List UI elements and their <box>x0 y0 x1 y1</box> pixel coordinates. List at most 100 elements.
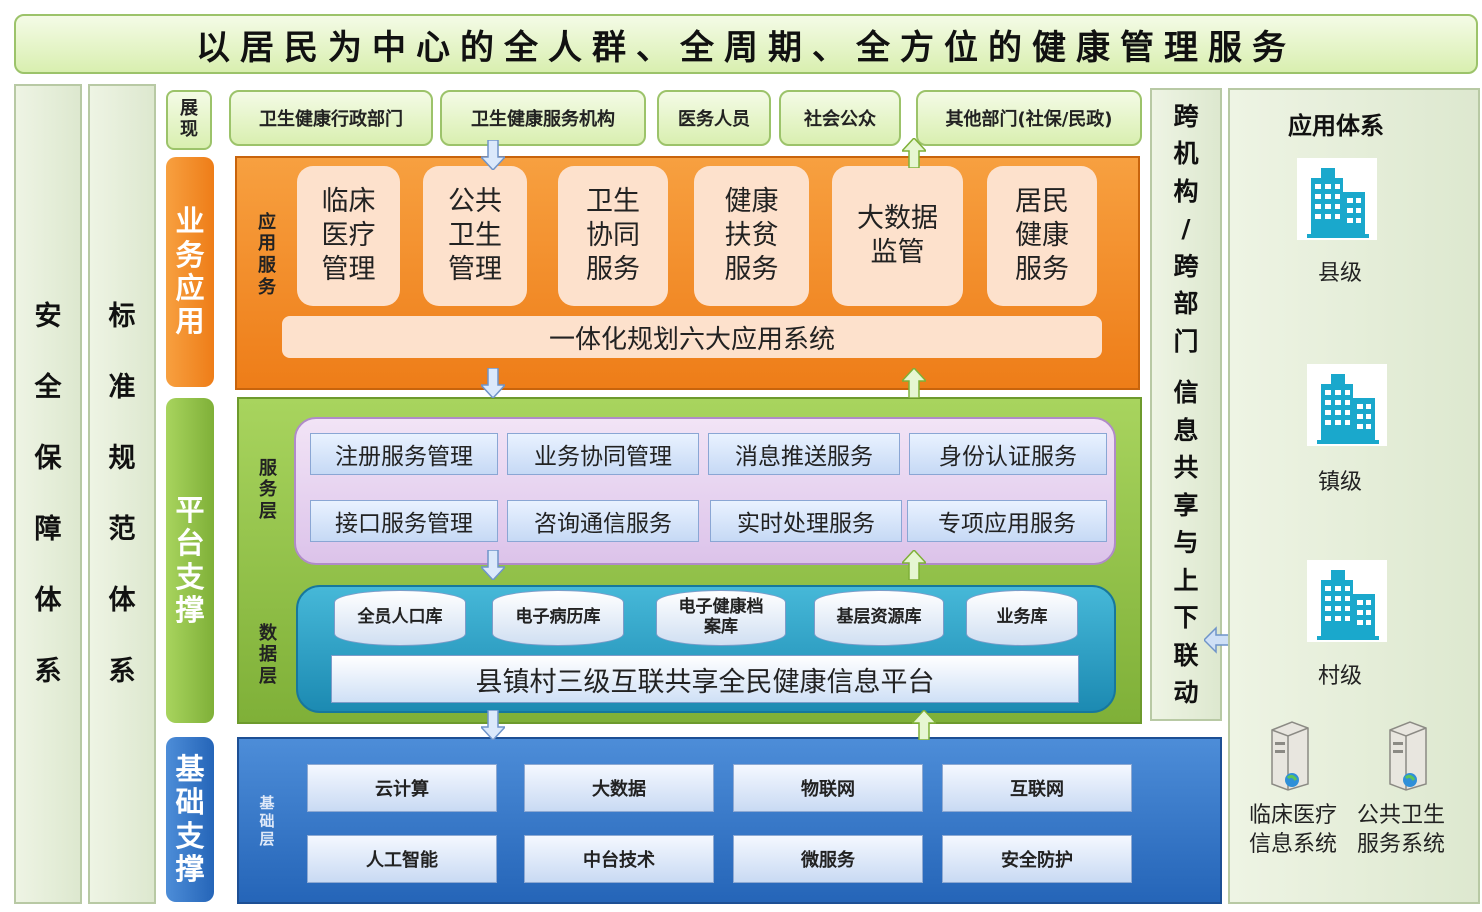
arrow-down-icon <box>481 368 505 398</box>
sys-text: 公共卫生 <box>1356 803 1445 828</box>
cross-org-info-sharing-column: 跨 机 构 / 跨 部 门 信 息 共 享 与 上 下 联 动 <box>1150 88 1222 721</box>
clinical-info-system-label: 临床医疗 信息系统 <box>1238 802 1348 859</box>
sys-text: 临床医疗 <box>1248 803 1337 828</box>
db-electronic-health-records: 电子健康档案库 <box>656 590 786 646</box>
infra-iot: 物联网 <box>733 764 923 812</box>
village-building-icon <box>1307 560 1387 642</box>
foundation-char: 基 <box>175 751 205 786</box>
service-interface-mgmt: 接口服务管理 <box>310 500 498 542</box>
infra-internet: 互联网 <box>942 764 1132 812</box>
level-town: 镇级 <box>1317 470 1362 495</box>
security-char: 障 <box>34 514 62 545</box>
cross-char: 下 <box>1173 603 1199 632</box>
display-char: 展 <box>180 98 198 120</box>
app-text: 管理 <box>448 253 502 285</box>
cross-char: 联 <box>1173 640 1199 670</box>
app-text: 扶贫 <box>724 220 779 252</box>
arrow-down-icon <box>481 710 505 740</box>
app-resident-health: 居民 健康 服务 <box>987 166 1097 306</box>
standards-char: 范 <box>108 514 136 545</box>
service-consult-communication: 咨询通信服务 <box>507 500 699 542</box>
platform-char: 平 <box>175 492 205 527</box>
security-char: 安 <box>34 300 62 332</box>
label-char: 层 <box>259 500 277 522</box>
service-business-collaboration: 业务协同管理 <box>507 433 699 475</box>
app-clinical-medical: 临床 医疗 管理 <box>297 166 400 306</box>
cross-char: 享 <box>1173 490 1199 520</box>
arrow-down-icon <box>481 550 505 580</box>
infra-middle-platform: 中台技术 <box>524 835 714 883</box>
sys-text: 信息系统 <box>1248 831 1337 857</box>
service-message-push: 消息推送服务 <box>708 433 900 475</box>
app-text: 管理 <box>321 253 376 285</box>
cross-char: 跨 <box>1173 251 1199 281</box>
service-identity-auth: 身份认证服务 <box>909 433 1107 475</box>
integrated-app-systems-bar: 一体化规划六大应用系统 <box>282 316 1102 358</box>
db-business: 业务库 <box>966 590 1078 646</box>
cross-char: 信 <box>1173 378 1199 407</box>
audience-other-departments: 其他部门(社保/民政) <box>916 90 1142 146</box>
standards-char: 规 <box>108 442 136 474</box>
layer-label-platform: 平 台 支 撑 <box>166 398 214 723</box>
data-layer-label: 数 据 层 <box>253 615 283 695</box>
arrow-up-icon <box>912 710 936 740</box>
cross-char: / <box>1181 214 1191 243</box>
sys-text: 服务系统 <box>1356 831 1445 857</box>
db-grassroots-resources: 基层资源库 <box>814 590 944 646</box>
label-char: 应 <box>258 211 276 233</box>
infra-microservices: 微服务 <box>733 835 923 883</box>
app-text: 健康 <box>1015 220 1069 252</box>
arrow-up-icon <box>902 138 926 168</box>
label-char: 用 <box>258 233 276 255</box>
infra-big-data: 大数据 <box>524 764 714 812</box>
label-char: 服 <box>258 255 276 276</box>
standards-char: 准 <box>108 371 136 403</box>
foundation-layer-label: 基 础 层 <box>253 786 281 856</box>
cross-char: 与 <box>1173 528 1199 557</box>
cross-char: 共 <box>1173 453 1199 482</box>
standards-char: 标 <box>108 300 136 332</box>
app-service-label: 应 用 服 务 <box>252 200 282 310</box>
standards-system-column: 标 准 规 范 体 系 <box>88 84 156 904</box>
audience-health-admin: 卫生健康行政部门 <box>229 90 433 146</box>
level-village: 村级 <box>1317 664 1362 689</box>
security-char: 体 <box>34 585 62 617</box>
label-char: 层 <box>259 665 277 687</box>
label-char: 础 <box>259 812 275 830</box>
security-char: 全 <box>34 371 62 403</box>
app-text: 健康 <box>724 186 779 218</box>
service-registration-mgmt: 注册服务管理 <box>310 433 498 475</box>
foundation-char: 础 <box>175 785 205 820</box>
platform-char: 台 <box>175 526 205 561</box>
public-health-system-label: 公共卫生 服务系统 <box>1346 802 1456 859</box>
cross-char: 息 <box>1173 415 1199 445</box>
service-layer-label: 服 务 层 <box>253 450 283 530</box>
app-text: 医疗 <box>321 220 376 252</box>
app-text: 大数据 <box>857 203 938 235</box>
security-char: 系 <box>34 656 62 688</box>
app-text: 居民 <box>1015 186 1069 218</box>
label-char: 基 <box>259 794 275 812</box>
app-text: 监管 <box>870 237 925 268</box>
server-icon <box>1389 721 1427 791</box>
label-char: 层 <box>259 830 275 848</box>
db-population: 全员人口库 <box>334 590 466 646</box>
foundation-char: 撑 <box>175 851 205 886</box>
infra-ai: 人工智能 <box>307 835 497 883</box>
server-icon <box>1271 721 1309 791</box>
business-char: 应 <box>175 271 205 305</box>
app-text: 协同 <box>586 220 640 252</box>
security-system-column: 安 全 保 障 体 系 <box>14 84 82 904</box>
town-building-icon <box>1307 364 1387 446</box>
layer-label-foundation: 基 础 支 撑 <box>166 737 214 902</box>
audience-public: 社会公众 <box>779 90 901 146</box>
label-char: 务 <box>258 276 276 298</box>
app-public-health: 公共 卫生 管理 <box>423 166 527 306</box>
platform-char: 支 <box>175 559 205 594</box>
label-char: 务 <box>259 479 277 501</box>
business-char: 业 <box>175 204 205 239</box>
arrow-down-icon <box>481 140 505 170</box>
infra-cloud-computing: 云计算 <box>307 764 497 812</box>
label-char: 据 <box>259 644 277 666</box>
arrow-up-icon <box>902 550 926 580</box>
